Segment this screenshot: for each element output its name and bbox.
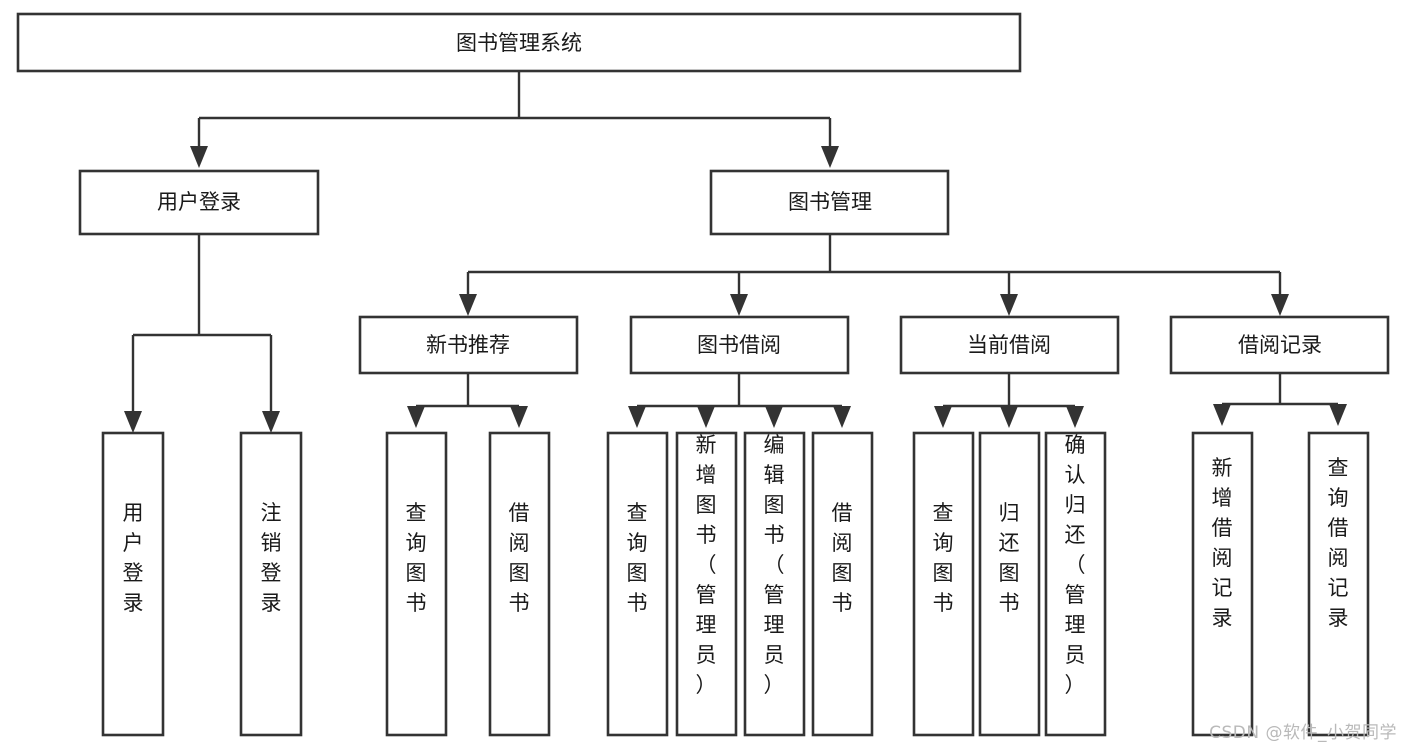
node-leaf-query-book-current[interactable]: 查询图书 [912, 431, 975, 737]
node-leaf-user-logout-label: 注销登录 [261, 501, 282, 615]
node-leaf-add-record-label: 新增借阅记录 [1212, 456, 1233, 630]
node-leaf-user-login-label: 用户登录 [123, 501, 144, 615]
node-leaf-borrow-book-new-label: 借阅图书 [509, 501, 530, 615]
node-newbook-box[interactable] [358, 315, 579, 375]
connector-group-borrow [628, 373, 851, 428]
node-leaf-return-book[interactable]: 归还图书 [978, 431, 1041, 737]
node-root-box[interactable] [16, 12, 1022, 73]
arrowhead-newbook-l1 [407, 406, 425, 428]
connector-group-root [190, 71, 839, 168]
arrowhead-borrow-l3 [765, 406, 783, 428]
node-leaf-query-book-new-label: 查询图书 [406, 501, 427, 615]
node-bookmgmt[interactable]: 图书管理 [709, 169, 950, 236]
node-current[interactable]: 当前借阅 [899, 315, 1120, 375]
node-leaf-add-book-label: 新增图书（管理员） [696, 433, 717, 697]
node-records[interactable]: 借阅记录 [1169, 315, 1390, 375]
arrowhead-to-bookmgmt [821, 146, 839, 168]
node-bookmgmt-box[interactable] [709, 169, 950, 236]
node-leaf-edit-book[interactable]: 编辑图书（管理员） [743, 431, 806, 737]
node-leaf-query-book-new-box[interactable] [385, 431, 448, 737]
node-login-box[interactable] [78, 169, 320, 236]
node-leaf-borrow-book[interactable]: 借阅图书 [811, 431, 874, 737]
arrowhead-to-borrow [730, 294, 748, 316]
arrowhead-to-current [1000, 294, 1018, 316]
node-borrow[interactable]: 图书借阅 [629, 315, 850, 375]
node-leaf-confirm-return[interactable]: 确认归还（管理员） [1044, 431, 1107, 737]
arrowhead-records-l2 [1329, 404, 1347, 426]
node-leaf-add-record-box[interactable] [1191, 431, 1254, 737]
node-newbook[interactable]: 新书推荐 [358, 315, 579, 375]
arrowhead-borrow-l4 [833, 406, 851, 428]
node-leaf-query-book-borrow-label: 查询图书 [627, 501, 648, 615]
node-leaf-borrow-book-box[interactable] [811, 431, 874, 737]
connector-group-records [1213, 373, 1347, 426]
arrowhead-to-records [1271, 294, 1289, 316]
arrowhead-records-l1 [1213, 404, 1231, 426]
node-leaf-edit-book-label: 编辑图书（管理员） [764, 433, 785, 697]
arrowhead-to-newbook [459, 294, 477, 316]
arrowhead-current-l2 [1000, 406, 1018, 428]
node-leaf-query-book-borrow-box[interactable] [606, 431, 669, 737]
node-leaf-return-book-label: 归还图书 [999, 501, 1020, 615]
node-login-label: 用户登录 [157, 190, 241, 214]
node-leaf-add-book[interactable]: 新增图书（管理员） [675, 431, 738, 737]
connector-group-bookmgmt [459, 234, 1289, 316]
node-records-label: 借阅记录 [1238, 333, 1322, 357]
node-leaf-query-book-new[interactable]: 查询图书 [385, 431, 448, 737]
node-leaf-user-logout[interactable]: 注销登录 [239, 431, 303, 737]
arrowhead-current-l1 [934, 406, 952, 428]
arrowhead-borrow-l2 [697, 406, 715, 428]
node-leaf-add-record[interactable]: 新增借阅记录 [1191, 431, 1254, 737]
arrowhead-borrow-l1 [628, 406, 646, 428]
node-leaf-edit-book-box[interactable] [743, 431, 806, 737]
node-records-box[interactable] [1169, 315, 1390, 375]
node-leaf-borrow-book-new[interactable]: 借阅图书 [488, 431, 551, 737]
node-leaf-query-book-current-box[interactable] [912, 431, 975, 737]
node-leaf-query-book-borrow[interactable]: 查询图书 [606, 431, 669, 737]
connector-group-current [934, 373, 1084, 428]
node-root-label: 图书管理系统 [456, 31, 582, 55]
node-leaf-return-book-box[interactable] [978, 431, 1041, 737]
node-bookmgmt-label: 图书管理 [788, 190, 872, 214]
node-leaf-query-record-box[interactable] [1307, 431, 1370, 737]
arrowhead-login-leaf2 [262, 411, 280, 433]
node-leaf-user-login-box[interactable] [101, 431, 165, 737]
node-borrow-label: 图书借阅 [697, 333, 781, 357]
arrowhead-to-login [190, 146, 208, 168]
connector-group-login [124, 234, 280, 433]
node-root[interactable]: 图书管理系统 [16, 12, 1022, 73]
node-leaf-user-logout-box[interactable] [239, 431, 303, 737]
node-leaf-user-login[interactable]: 用户登录 [101, 431, 165, 737]
connector-group-newbook [407, 373, 528, 428]
node-leaf-confirm-return-label: 确认归还（管理员） [1065, 433, 1086, 697]
node-leaf-confirm-return-box[interactable] [1044, 431, 1107, 737]
node-leaf-query-record-label: 查询借阅记录 [1328, 456, 1349, 630]
node-leaf-borrow-book-new-box[interactable] [488, 431, 551, 737]
arrowhead-current-l3 [1066, 406, 1084, 428]
node-leaf-query-record[interactable]: 查询借阅记录 [1307, 431, 1370, 737]
arrowhead-login-leaf1 [124, 411, 142, 433]
node-leaf-borrow-book-label: 借阅图书 [832, 501, 853, 615]
node-current-label: 当前借阅 [967, 333, 1051, 357]
arrowhead-newbook-l2 [510, 406, 528, 428]
node-leaf-query-book-current-label: 查询图书 [933, 501, 954, 615]
node-borrow-box[interactable] [629, 315, 850, 375]
node-newbook-label: 新书推荐 [426, 333, 510, 357]
node-leaf-add-book-box[interactable] [675, 431, 738, 737]
node-login[interactable]: 用户登录 [78, 169, 320, 236]
node-current-box[interactable] [899, 315, 1120, 375]
